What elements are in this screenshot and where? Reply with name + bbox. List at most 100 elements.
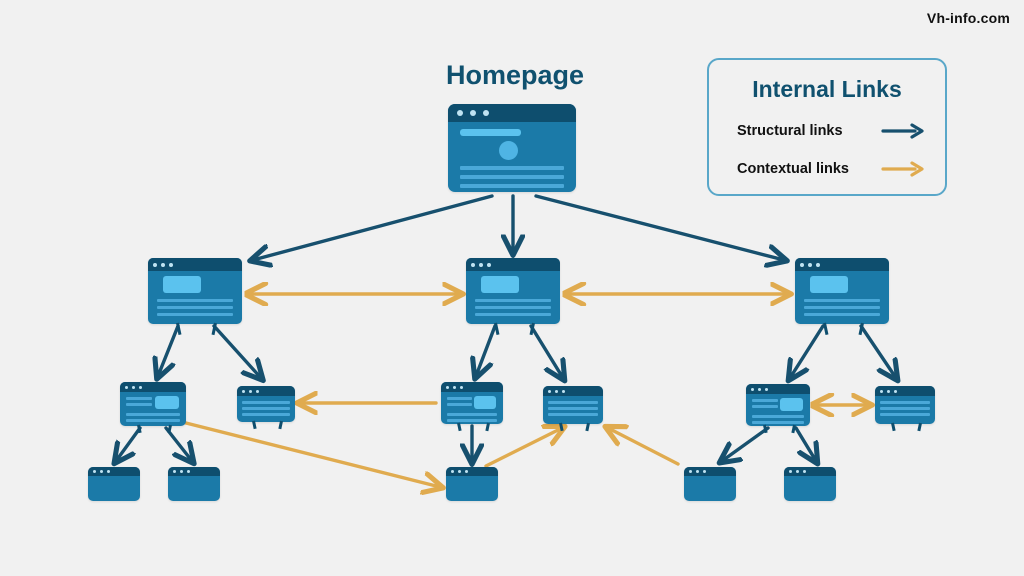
titlebar-dot [894, 389, 897, 393]
page-node-cat-right[interactable] [795, 258, 889, 324]
node-accent-block [779, 398, 803, 411]
titlebar-dot [153, 262, 157, 267]
node-text-line [447, 419, 497, 422]
link-sub-5-to-leaf-4 [722, 426, 770, 461]
legend-label-structural: Structural links [737, 123, 843, 139]
node-stand [917, 422, 922, 432]
titlebar-dot [187, 470, 190, 473]
titlebar-dot [751, 387, 754, 391]
titlebar-dot [125, 385, 128, 389]
node-text-line [475, 306, 551, 310]
titlebar-dot [758, 387, 761, 391]
node-text-line [447, 403, 472, 406]
page-node-leaf-3[interactable] [446, 467, 498, 501]
page-node-sub-1[interactable] [120, 382, 186, 426]
node-text-line [126, 397, 153, 400]
titlebar-dot [107, 470, 110, 473]
titlebar-dot [808, 262, 812, 267]
node-titlebar [543, 386, 603, 396]
node-stand [585, 422, 590, 432]
titlebar-dot [887, 389, 890, 393]
page-node-leaf-4[interactable] [684, 467, 736, 501]
node-text-line [242, 401, 290, 404]
node-titlebar [148, 258, 242, 271]
titlebar-dot [562, 389, 565, 393]
page-node-sub-4[interactable] [543, 386, 603, 424]
titlebar-dot [446, 385, 449, 389]
node-titlebar [446, 467, 498, 476]
titlebar-dot [470, 110, 476, 116]
page-node-sub-5[interactable] [746, 384, 810, 426]
node-titlebar [168, 467, 220, 476]
link-cat-left-to-sub-2 [212, 324, 261, 378]
titlebar-dot [689, 470, 692, 473]
link-cat-right-to-sub-5 [790, 324, 825, 378]
node-stand [858, 322, 864, 335]
node-titlebar [448, 104, 576, 122]
titlebar-dot [796, 470, 799, 473]
node-text-line [752, 405, 778, 408]
node-text-line [752, 421, 804, 424]
structural-arrow-icon [881, 123, 924, 139]
node-text-line [752, 415, 804, 418]
page-node-leaf-2[interactable] [168, 467, 220, 501]
node-stand [823, 322, 829, 335]
legend-title: Internal Links [752, 76, 902, 102]
titlebar-dot [161, 262, 165, 267]
legend-label-contextual: Contextual links [737, 161, 849, 177]
node-stand [529, 322, 535, 335]
titlebar-dot [458, 470, 461, 473]
titlebar-dot [242, 389, 245, 393]
node-text-line [157, 299, 233, 303]
link-leaf-3-to-sub-4 [484, 428, 562, 468]
node-titlebar [88, 467, 140, 476]
titlebar-dot [555, 389, 558, 393]
page-node-cat-left[interactable] [148, 258, 242, 324]
node-stand [791, 424, 796, 434]
link-sub-5-to-leaf-5 [794, 426, 816, 461]
link-sub-1-to-leaf-1 [116, 426, 142, 461]
page-node-homepage[interactable] [448, 104, 576, 192]
node-titlebar [684, 467, 736, 476]
node-titlebar [795, 258, 889, 271]
titlebar-dot [487, 262, 491, 267]
node-accent-block [810, 276, 848, 294]
node-titlebar [120, 382, 186, 392]
titlebar-dot [880, 389, 883, 393]
node-stand [278, 420, 283, 430]
node-text-line [475, 313, 551, 317]
watermark: Vh-info.com [926, 10, 1010, 26]
node-text-line [548, 407, 598, 410]
titlebar-dot [483, 110, 489, 116]
titlebar-dot [451, 470, 454, 473]
titlebar-dot [180, 470, 183, 473]
link-sub-1-to-leaf-3 [180, 420, 440, 487]
page-node-leaf-1[interactable] [88, 467, 140, 501]
node-text-line [548, 413, 598, 416]
node-text-line [242, 407, 290, 410]
titlebar-dot [249, 389, 252, 393]
page-node-cat-mid[interactable] [466, 258, 560, 324]
node-text-line [880, 407, 930, 410]
node-text-line [475, 299, 551, 303]
node-text-line [157, 313, 233, 317]
titlebar-dot [457, 110, 463, 116]
titlebar-dot [816, 262, 820, 267]
legend-item-contextual: Contextual links [737, 158, 927, 180]
node-stand [211, 322, 217, 335]
titlebar-dot [453, 385, 456, 389]
titlebar-dot [765, 387, 768, 391]
titlebar-dot [548, 389, 551, 393]
node-text-line [126, 413, 180, 416]
node-text-line [126, 403, 153, 406]
node-text-line [804, 306, 880, 310]
titlebar-dot [132, 385, 135, 389]
page-node-sub-3[interactable] [441, 382, 503, 424]
link-cat-right-to-sub-6 [859, 324, 896, 378]
page-node-sub-2[interactable] [237, 386, 295, 422]
titlebar-dot [169, 262, 173, 267]
page-node-sub-6[interactable] [875, 386, 935, 424]
page-node-leaf-5[interactable] [784, 467, 836, 501]
node-titlebar [875, 386, 935, 396]
titlebar-dot [696, 470, 699, 473]
